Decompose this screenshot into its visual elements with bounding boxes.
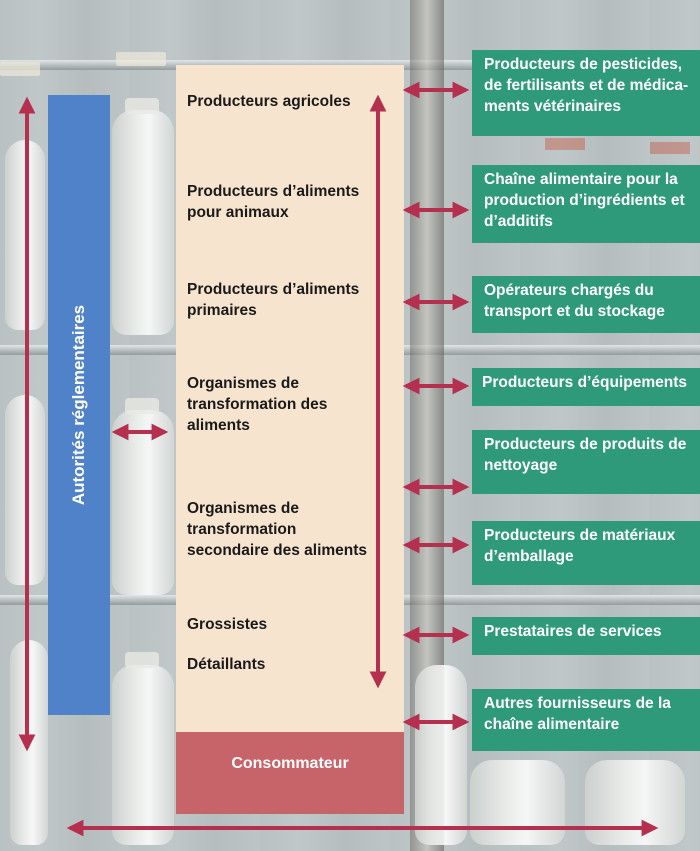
regulators-bar	[48, 95, 110, 715]
price-tag	[0, 62, 40, 76]
stage-primary-food-producers: Producteurs d’aliments primaires	[187, 281, 360, 319]
supplier-packaging: Producteurs de matériaux d’emballage	[472, 521, 700, 585]
milk-jug	[112, 410, 174, 595]
supplier-service-providers: Prestataires de services	[472, 617, 700, 655]
stage-food-processors: Organismes de transformation des aliment…	[187, 375, 328, 434]
stage-wholesalers: Grossistes	[187, 616, 268, 633]
price-tag	[650, 142, 690, 154]
supplier-ingredient-chain: Chaîne alimentaire pour la production d’…	[472, 165, 700, 243]
jug-cap	[125, 98, 159, 114]
milk-jug	[112, 110, 174, 335]
supplier-transport-storage: Opérateurs chargés du transport et du st…	[472, 276, 700, 333]
milk-jug	[112, 665, 174, 845]
stage-secondary-processors: Organismes de transformation secondaire …	[187, 500, 368, 559]
consumer-box: Consommateur	[176, 732, 404, 814]
stage-feed-producers: Producteurs d’aliments pour animaux	[187, 183, 360, 221]
food-chain-column	[176, 65, 404, 732]
milk-jug	[415, 665, 467, 845]
supplier-pesticide-producers: Producteurs de pesticides, de fertilisan…	[472, 50, 700, 136]
stage-agricultural-producers: Producteurs agricoles	[187, 93, 351, 110]
price-tag	[116, 52, 166, 66]
supplier-other: Autres fournisseurs de la chaîne aliment…	[472, 689, 700, 751]
jug-cap	[125, 398, 159, 414]
supplier-cleaning-products: Producteurs de produits de nettoyage	[472, 430, 700, 494]
stage-retailers: Détaillants	[187, 656, 266, 673]
supplier-equipment: Producteurs d’équipements	[472, 368, 700, 406]
price-tag	[545, 138, 585, 150]
jug-cap	[125, 652, 159, 668]
